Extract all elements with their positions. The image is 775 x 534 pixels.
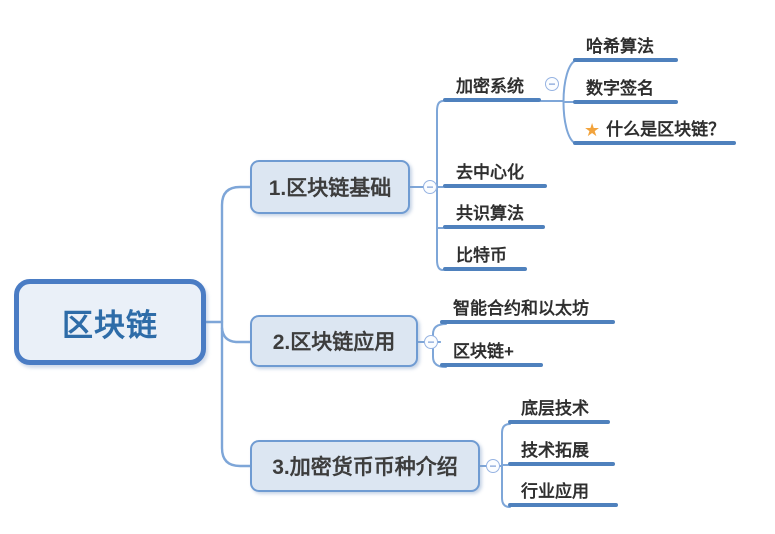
topic-label: 比特币	[456, 246, 507, 265]
topic-smart-contracts-ethereum[interactable]: 智能合约和以太坊	[440, 292, 615, 324]
topic-label: 哈希算法	[586, 37, 654, 56]
topic-label: 加密系统	[456, 77, 524, 96]
connector-spine	[220, 185, 252, 468]
collapse-icon-branch-3[interactable]: −	[486, 459, 500, 473]
collapse-icon-branch-1[interactable]: −	[423, 180, 437, 194]
topic-blockchain-plus[interactable]: 区块链+	[440, 335, 543, 367]
topic-digital-signature[interactable]: 数字签名	[573, 72, 678, 104]
minus-glyph: −	[427, 335, 435, 349]
topic-hash-algorithm[interactable]: 哈希算法	[573, 30, 678, 62]
minus-glyph: −	[426, 180, 434, 194]
minus-glyph: −	[489, 459, 497, 473]
branch-topic-blockchain-basics[interactable]: 1.区块链基础	[250, 160, 410, 214]
topic-what-is-blockchain[interactable]: ★ 什么是区块链？	[573, 113, 736, 145]
topic-label: 技术拓展	[521, 441, 589, 460]
minus-glyph: −	[548, 77, 556, 91]
topic-label: 行业应用	[521, 482, 589, 501]
collapse-icon-encryption-system[interactable]: −	[545, 77, 559, 91]
topic-label: 区块链+	[453, 342, 514, 361]
topic-label: 底层技术	[521, 399, 589, 418]
topic-label: 去中心化	[456, 163, 524, 182]
topic-technology-expansion[interactable]: 技术拓展	[508, 434, 615, 466]
branch-topic-blockchain-applications[interactable]: 2.区块链应用	[250, 315, 418, 367]
topic-label: 什么是区块链？	[606, 120, 726, 139]
star-icon: ★	[584, 120, 601, 140]
connector-branch2	[220, 326, 252, 344]
branch-topic-label: 3.加密货币币种介绍	[272, 456, 458, 479]
branch-topic-label: 2.区块链应用	[272, 331, 396, 354]
topic-decentralization[interactable]: 去中心化	[443, 156, 547, 188]
topic-underlying-technology[interactable]: 底层技术	[508, 392, 610, 424]
topic-label: 共识算法	[456, 204, 524, 223]
root-topic-label: 区块链	[62, 307, 158, 343]
topic-encryption-system[interactable]: 加密系统	[443, 70, 541, 102]
branch-topic-label: 1.区块链基础	[268, 177, 392, 200]
topic-label: 数字签名	[586, 79, 654, 98]
connector-enc-bracket	[562, 59, 578, 145]
root-topic[interactable]: 区块链	[14, 279, 206, 365]
topic-bitcoin[interactable]: 比特币	[443, 239, 527, 271]
collapse-icon-branch-2[interactable]: −	[424, 335, 438, 349]
topic-consensus-algorithm[interactable]: 共识算法	[443, 197, 545, 229]
topic-industry-application[interactable]: 行业应用	[508, 475, 618, 507]
branch-topic-crypto-currencies[interactable]: 3.加密货币币种介绍	[250, 440, 480, 492]
topic-label: 智能合约和以太坊	[453, 299, 589, 318]
connector-b1-children	[436, 100, 444, 271]
